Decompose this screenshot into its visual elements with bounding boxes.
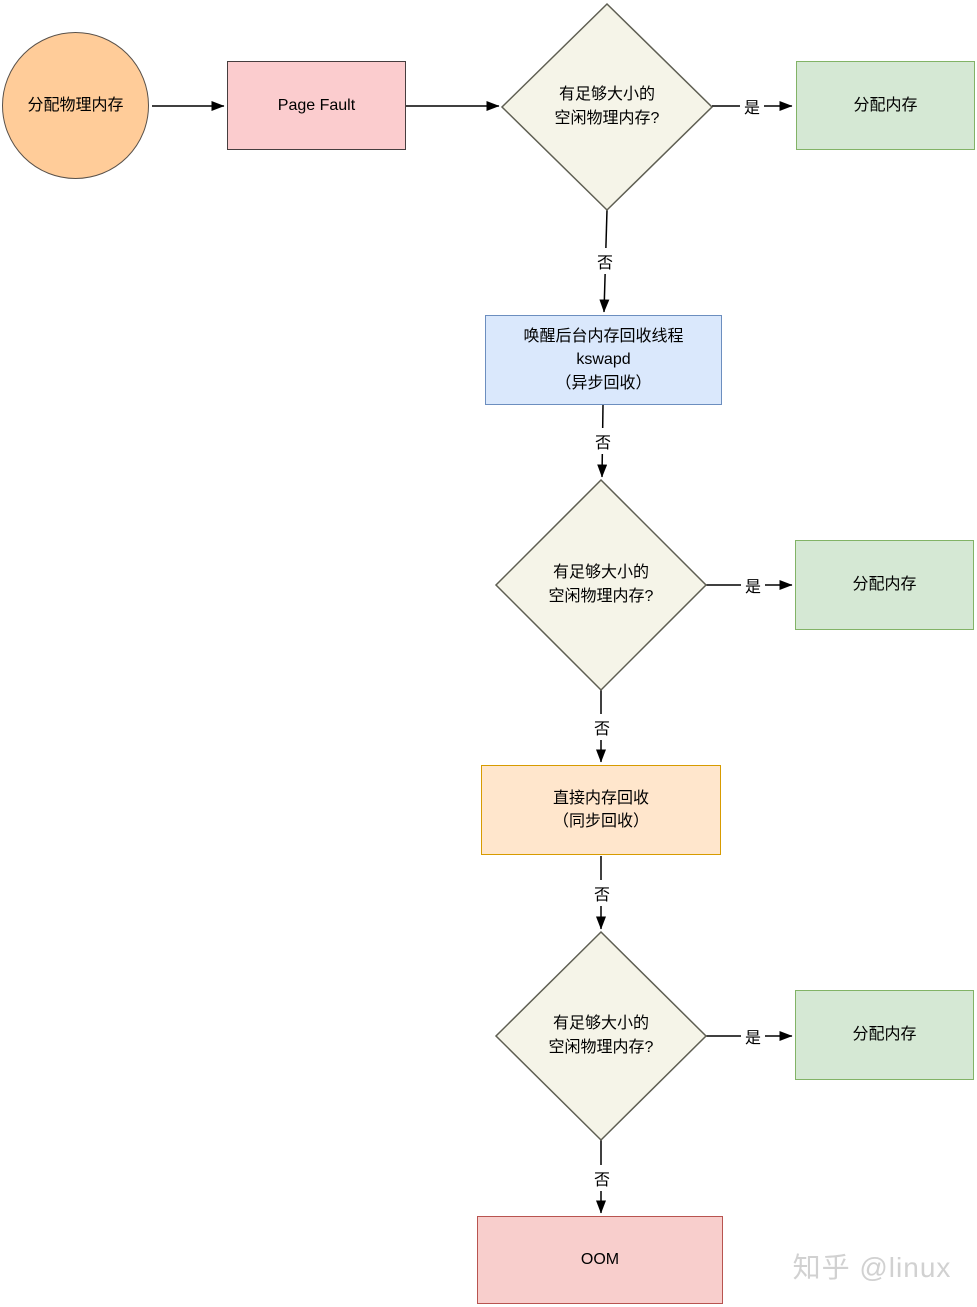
decision-1-shape: [500, 2, 714, 212]
edge-label-no-5: 否: [589, 1165, 615, 1191]
edge-label-no-4: 否: [589, 880, 615, 906]
node-page-fault: Page Fault: [227, 61, 406, 150]
decision-3-label: 有足够大小的 空闲物理内存?: [548, 1015, 654, 1056]
decision-1-label: 有足够大小的 空闲物理内存?: [554, 86, 660, 127]
decision-2-shape: [494, 478, 708, 692]
node-start: 分配物理内存: [2, 32, 149, 179]
edge-label-yes-3: 是: [740, 1023, 766, 1049]
node-oom: OOM: [477, 1216, 723, 1304]
node-allocate-memory-3: 分配内存: [795, 990, 974, 1080]
edge-label-yes-1: 是: [739, 93, 765, 119]
node-allocate-memory-1: 分配内存: [796, 61, 975, 150]
edge-label-yes-2: 是: [740, 572, 766, 598]
node-allocate-memory-2: 分配内存: [795, 540, 974, 630]
decision-2-label: 有足够大小的 空闲物理内存?: [548, 564, 654, 605]
edge-label-no-3: 否: [589, 714, 615, 740]
watermark: 知乎 @linux: [792, 1252, 952, 1283]
node-direct-reclaim: 直接内存回收 （同步回收）: [481, 765, 721, 855]
edge-label-no-2: 否: [590, 428, 616, 454]
edge-label-no-1: 否: [592, 248, 618, 274]
node-kswapd-reclaim: 唤醒后台内存回收线程 kswapd （异步回收）: [485, 315, 722, 405]
decision-3-shape: [494, 930, 708, 1142]
